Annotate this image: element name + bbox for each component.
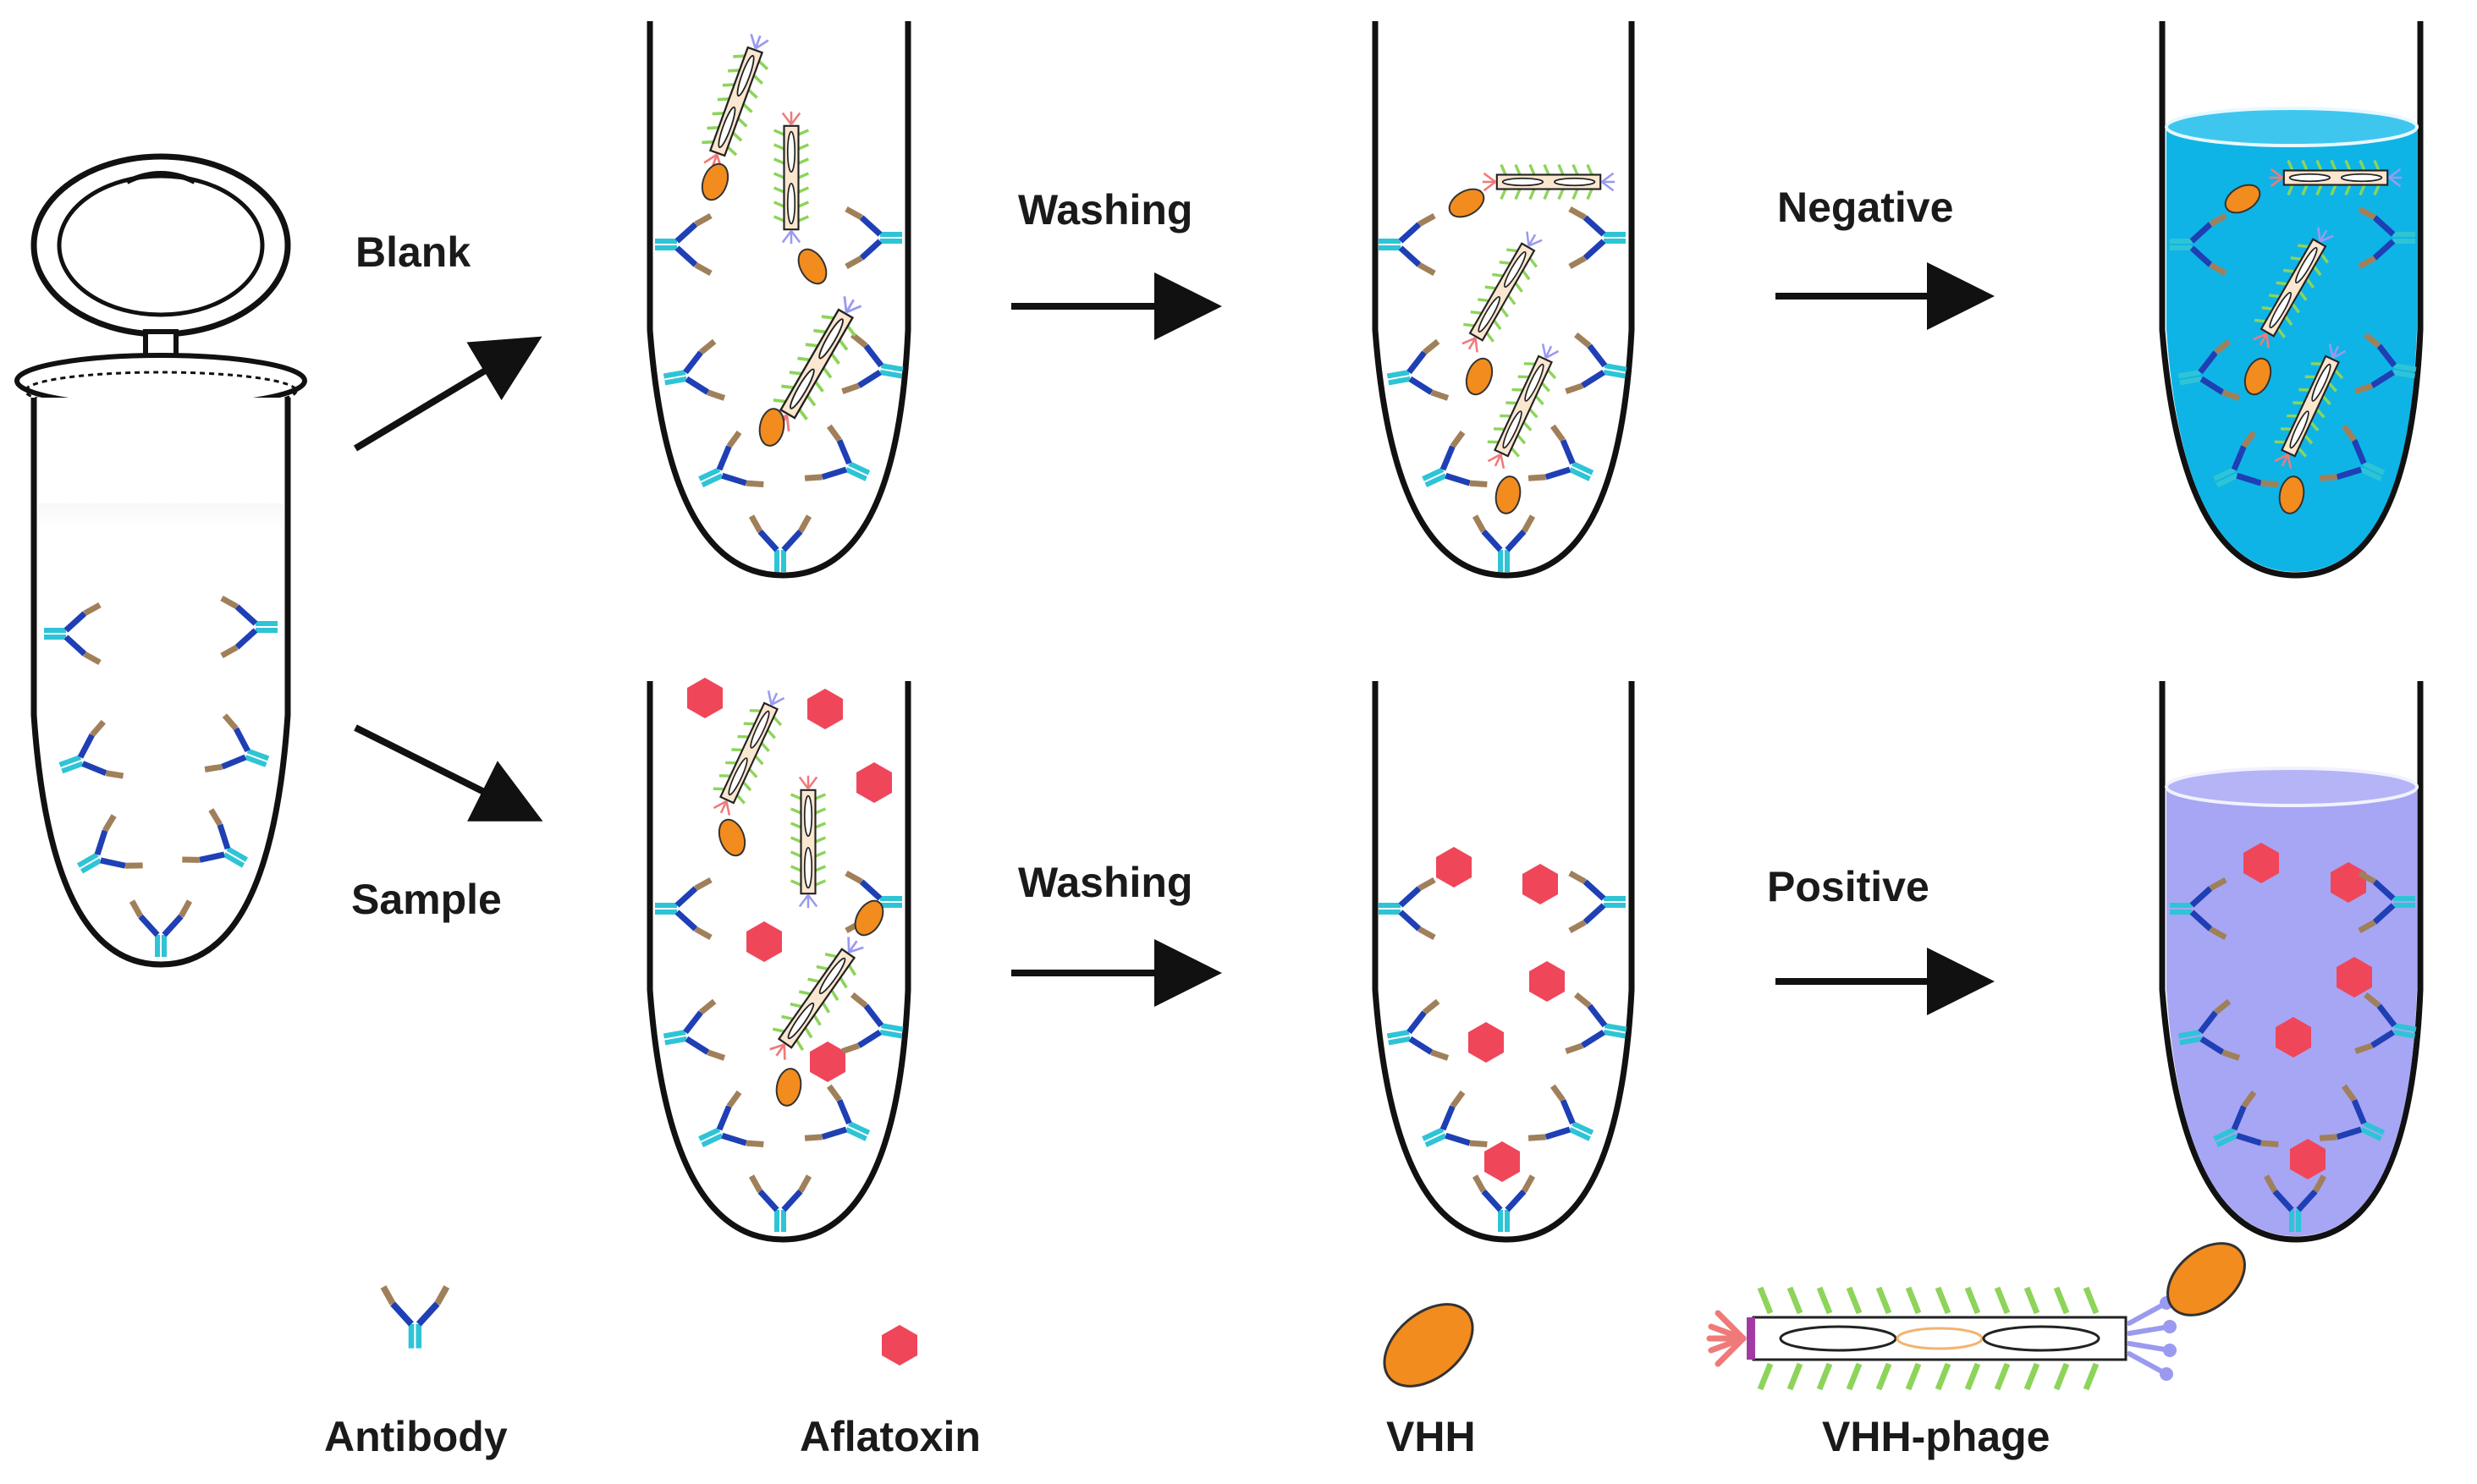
label-sample: Sample — [351, 876, 502, 923]
arrow-to-blank — [353, 336, 542, 452]
label-washing-top: Washing — [1018, 186, 1192, 234]
label-blank: Blank — [355, 228, 471, 276]
legend-vhh: VHH — [1386, 1413, 1476, 1460]
vhh-phage-icon — [1706, 1242, 2246, 1391]
tube-negative-result — [2159, 21, 2420, 579]
arrow-to-sample — [354, 724, 543, 822]
legend: Antibody Aflatoxin VHH — [324, 1242, 2246, 1460]
legend-aflatoxin: Aflatoxin — [800, 1413, 981, 1460]
label-positive: Positive — [1767, 863, 1929, 910]
aflatoxin-icon — [882, 1325, 917, 1366]
tube-positive-result — [2159, 681, 2420, 1243]
tube-sample-incubation — [647, 678, 911, 1243]
label-washing-bottom: Washing — [1018, 859, 1192, 906]
tube-blank-washed — [1372, 21, 1635, 579]
legend-vhh-phage: VHH-phage — [1822, 1413, 2050, 1460]
antibody-icon — [383, 1287, 447, 1349]
label-negative: Negative — [1777, 184, 1953, 231]
tube-sample-washed — [1372, 681, 1635, 1243]
vhh-icon — [1383, 1303, 1474, 1388]
tube-blank-incubation — [647, 21, 911, 579]
open-microtube — [14, 153, 307, 968]
legend-antibody: Antibody — [324, 1413, 508, 1460]
